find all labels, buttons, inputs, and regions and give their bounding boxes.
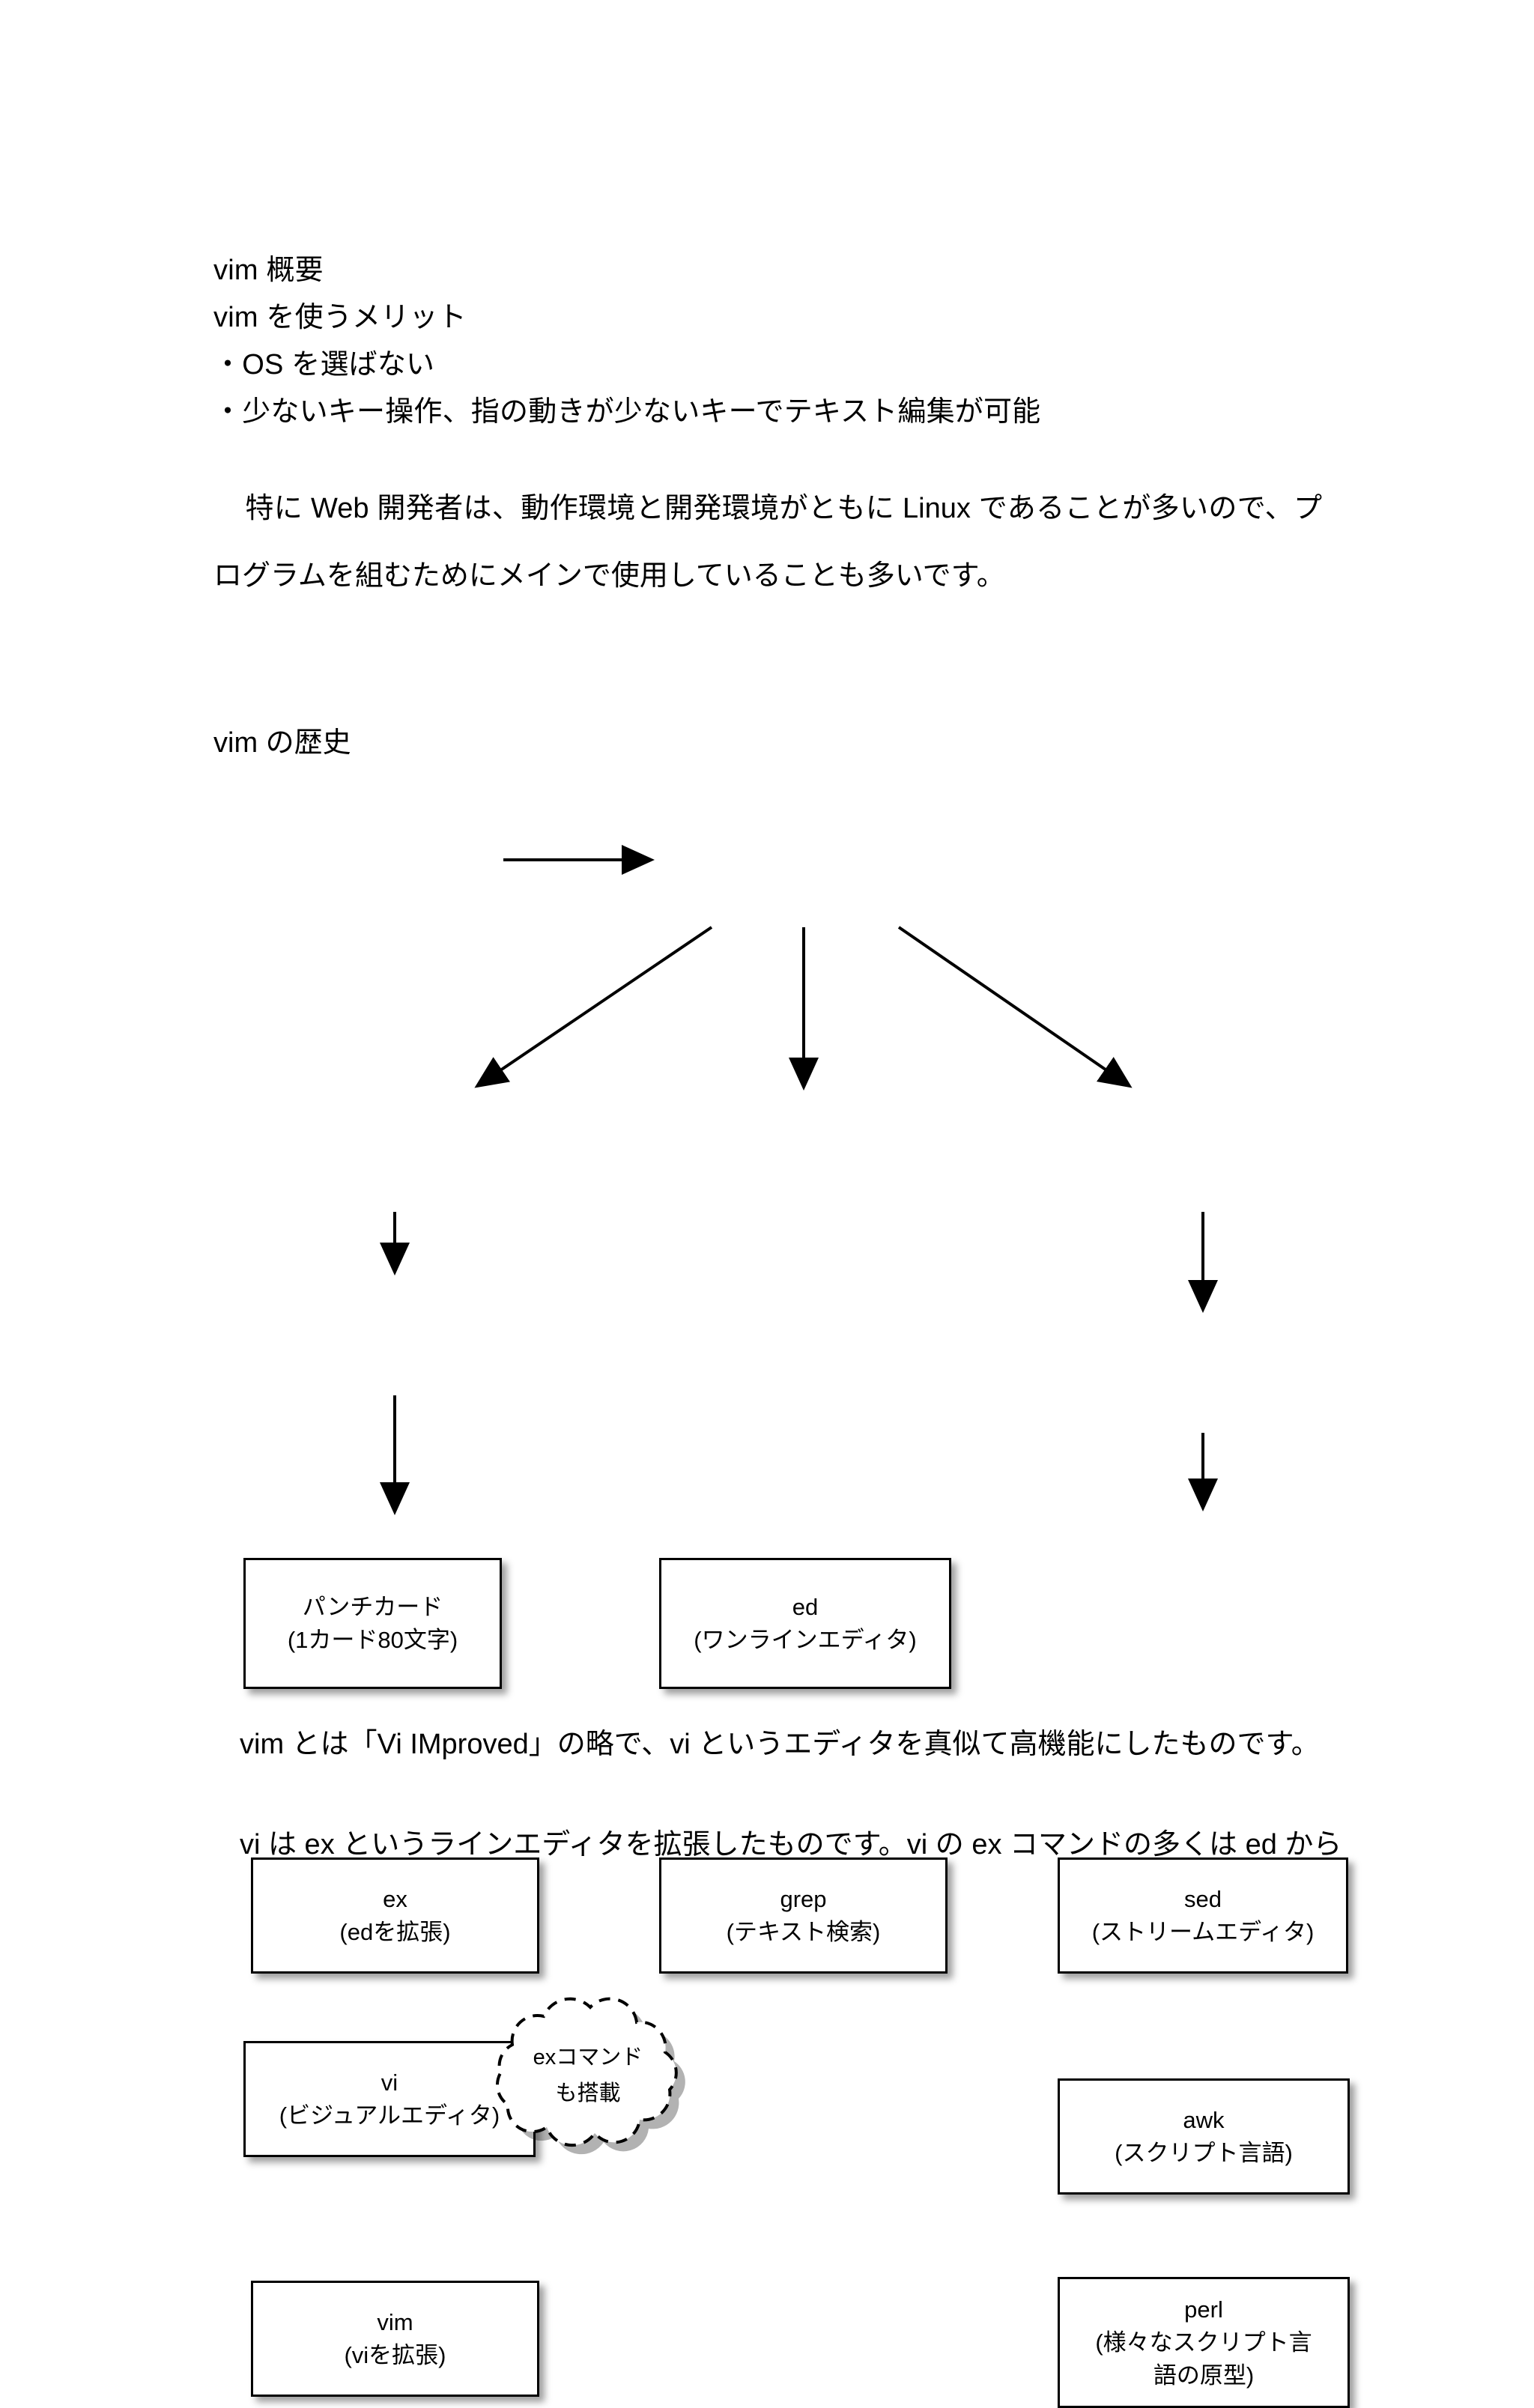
closing-paragraph-1: vim とは「Vi IMproved」の略で、vi というエディタを真似て高機能… [240,1729,1320,1760]
node-title: パンチカード [302,1593,443,1620]
intro-paragraph-text: 特に Web 開発者は、動作環境と開発環境がともに Linux であることが多い… [213,493,1322,592]
document-page: vim 概要 vim を使うメリット ・OS を選ばない ・少ないキー操作、指の… [0,247,1534,2408]
callout-text: exコマンド も搭載 [464,1992,712,2165]
node-title: vi [381,2069,398,2096]
node-subtitle: (スクリプト言語) [1115,2139,1293,2166]
node-title: ex [383,1885,407,1912]
diagram-node-ex: ex (edを拡張) [251,1857,539,1974]
node-title: sed [1184,1885,1222,1912]
diagram-node-punchcard: パンチカード (1カード80文字) [243,1558,502,1689]
node-title: perl [1184,2296,1223,2323]
node-title: vim [377,2308,413,2335]
node-title: grep [780,1885,827,1912]
diagram-node-perl: perl (様々なスクリプト言 語の原型) [1058,2277,1350,2408]
intro-paragraph: 特に Web 開発者は、動作環境と開発環境がともに Linux であることが多い… [213,475,1322,610]
node-subtitle: (ストリームエディタ) [1091,1918,1315,1945]
diagram-node-vi: vi (ビジュアルエディタ) [243,2041,536,2157]
node-subtitle: (ワンラインエディタ) [694,1626,917,1653]
node-title: awk [1183,2106,1225,2133]
node-title: ed [792,1593,819,1620]
cloud-shape-icon [495,1997,685,2155]
callout-cloud: exコマンド も搭載 [464,1992,712,2165]
intro-line-3: ・少ないキー操作、指の動きが少ないキーでテキスト編集が可能 [213,396,1041,428]
diagram-node-grep: grep (テキスト検索) [659,1857,948,1974]
diagram-node-vim: vim (viを拡張) [251,2281,539,2397]
page-title: vim 概要 [213,255,324,286]
edge-ed-ex [474,926,713,1088]
intro-text-block: vim 概要 vim を使うメリット ・OS を選ばない ・少ないキー操作、指の… [213,247,1337,610]
diagram-node-sed: sed (ストリームエディタ) [1058,1857,1348,1974]
history-heading: vim の歴史 [213,727,351,759]
closing-text-block: vim とは「Vi IMproved」の略で、vi というエディタを真似て高機能… [240,1723,1363,1923]
node-subtitle: (様々なスクリプト言 語の原型) [1095,2329,1312,2389]
node-subtitle: (1カード80文字) [287,1626,458,1653]
closing-paragraph-2: vi は ex というラインエディタを拡張したものです。vi の ex コマンド… [240,1829,1342,1860]
node-subtitle: (edを拡張) [339,1918,451,1945]
diagram-connectors [380,845,1218,1515]
edge-ed-sed [897,926,1133,1088]
node-subtitle: (ビジュアルエディタ) [279,2102,500,2129]
callout-line-1: exコマンド [533,2045,643,2069]
callout-line-2: も搭載 [555,2081,621,2105]
intro-line-1: vim を使うメリット [213,302,467,333]
vim-history-diagram: パンチカード (1カード80文字) ed (ワンラインエディタ) ex (edを… [0,764,1534,2408]
diagram-node-awk: awk (スクリプト言語) [1058,2078,1350,2195]
intro-line-2: ・OS を選ばない [213,349,435,380]
diagram-node-ed: ed (ワンラインエディタ) [659,1558,951,1689]
node-subtitle: (viを拡張) [344,2341,446,2368]
node-subtitle: (テキスト検索) [726,1918,881,1945]
